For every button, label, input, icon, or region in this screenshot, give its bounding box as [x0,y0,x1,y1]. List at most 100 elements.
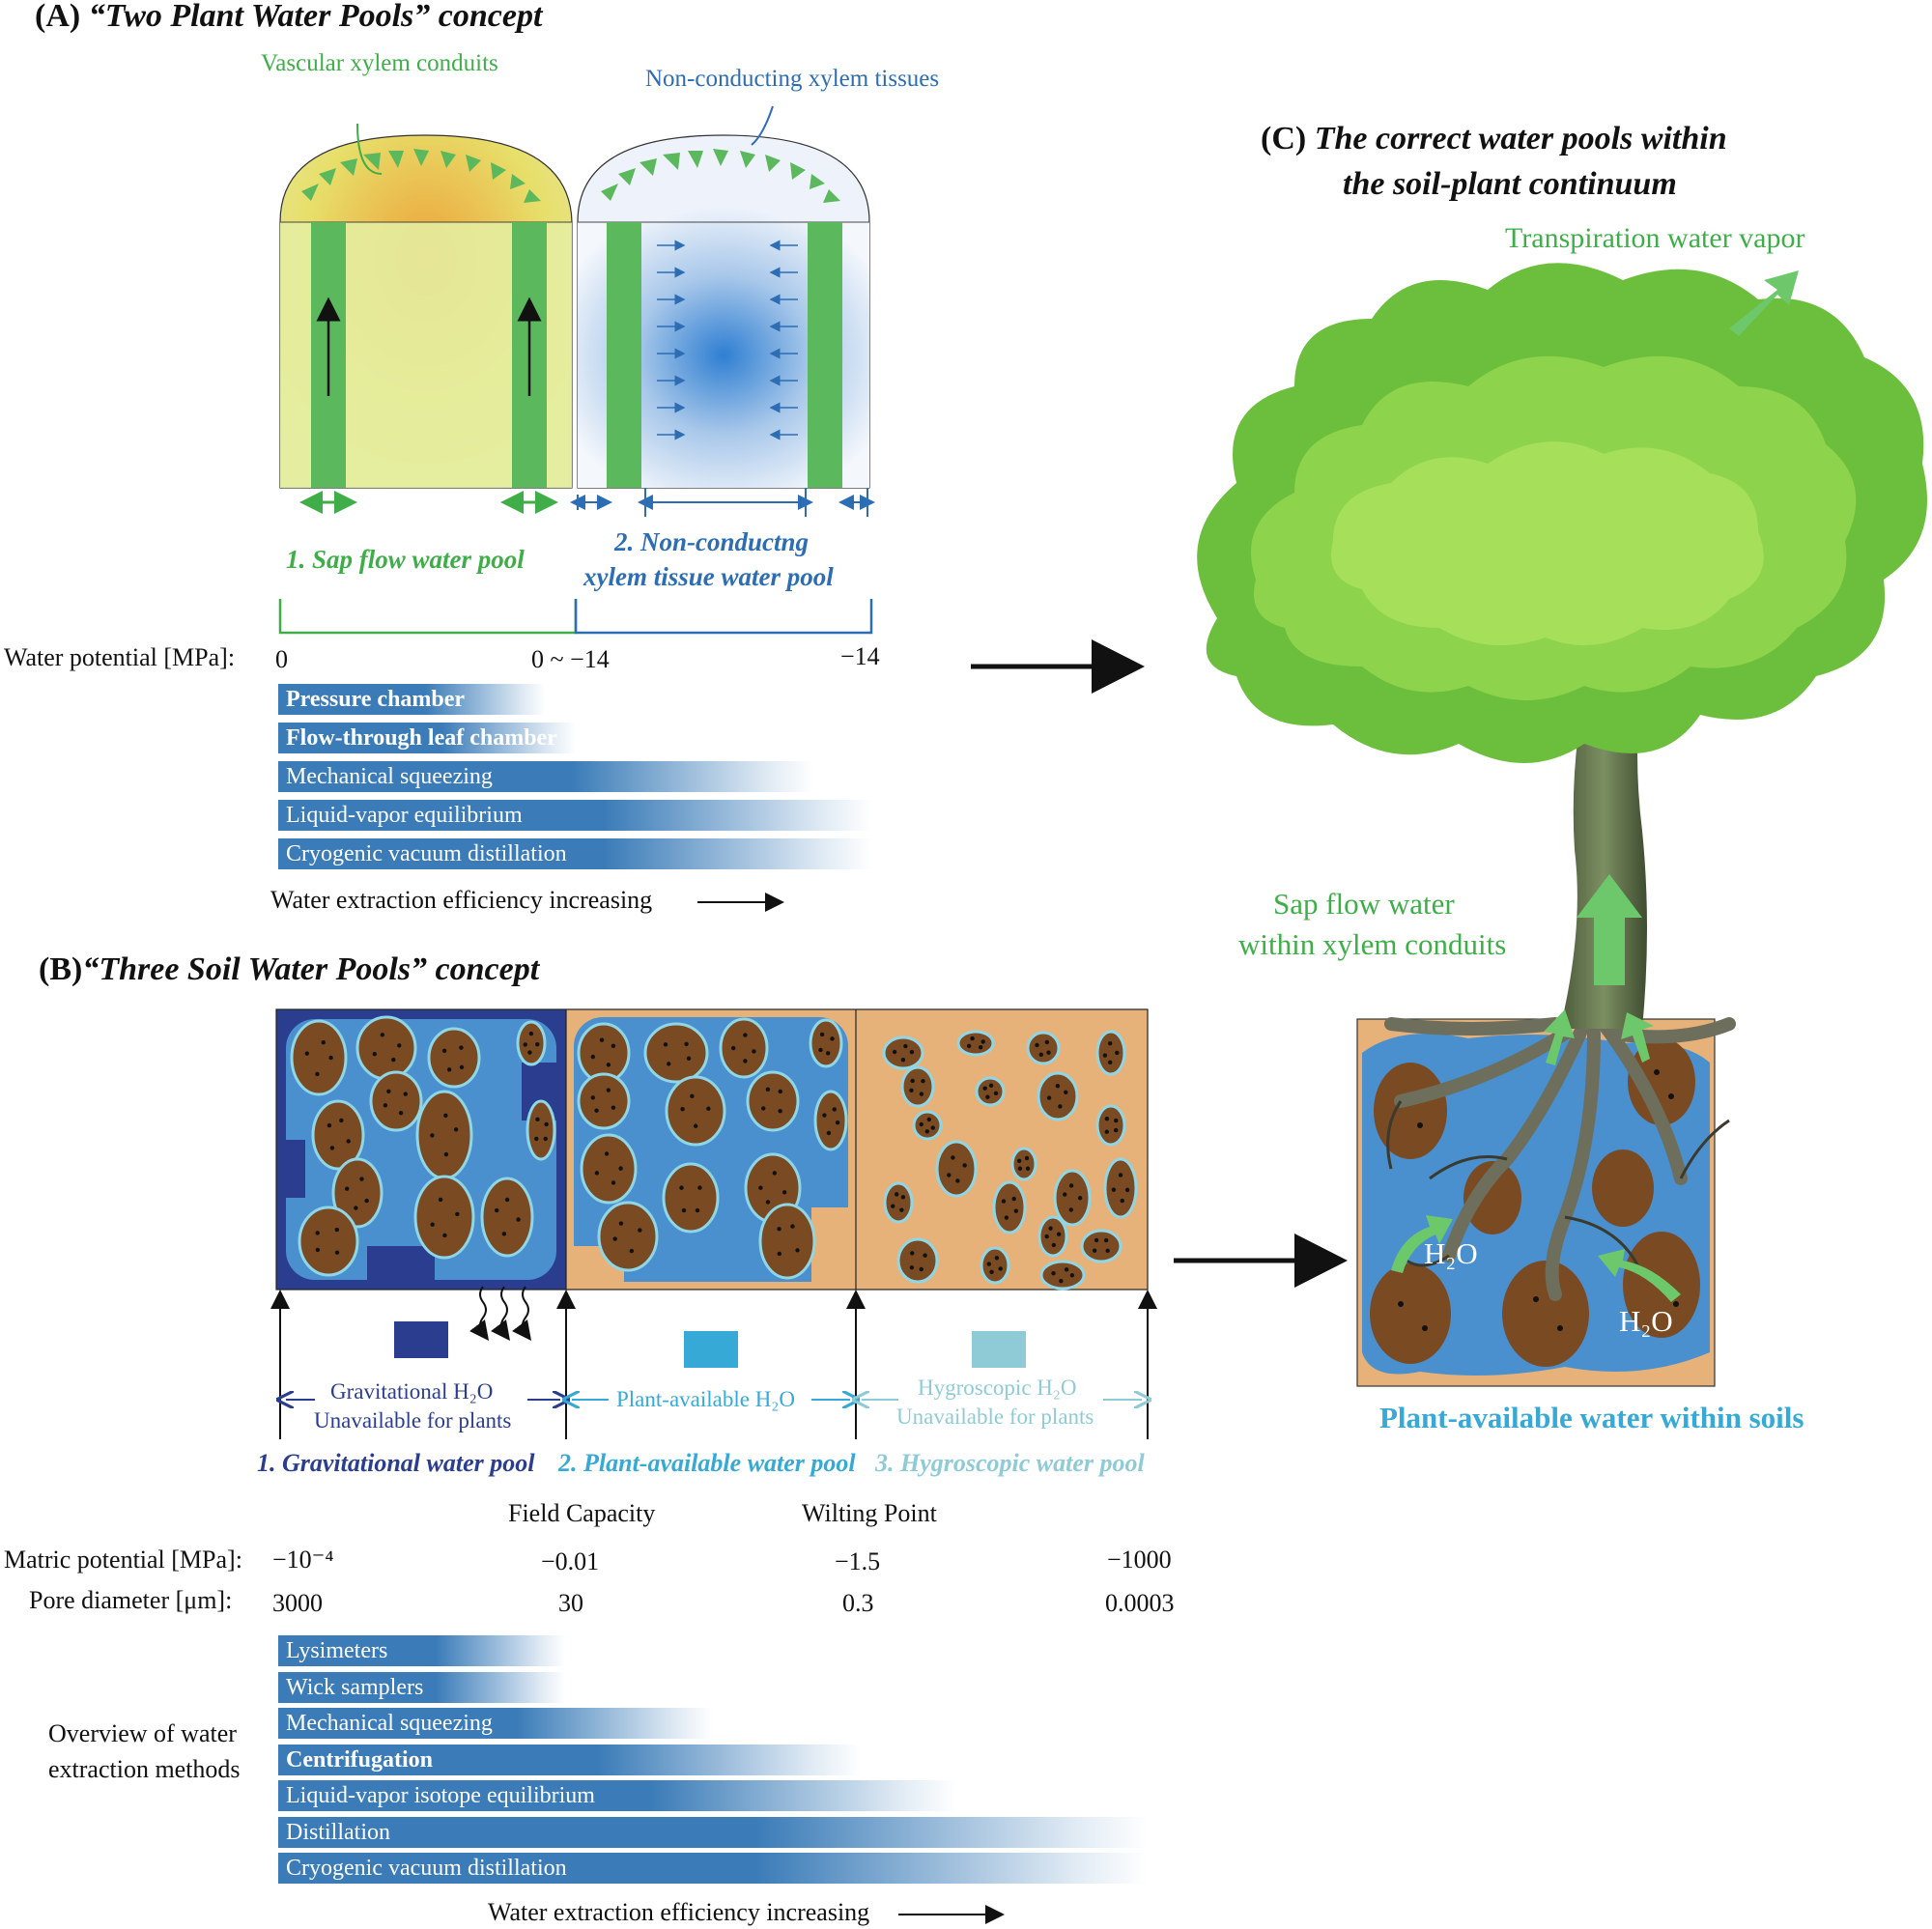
soil-available-label: Plant-available water within soils [1379,1401,1804,1434]
panel-a-title: (A) “Two Plant Water Pools” concept [35,0,542,35]
soil-particle-dot [695,1207,700,1213]
soil-particle-dot [1102,1053,1108,1058]
soil-particle-dot [346,1139,351,1144]
soil-particle-dot [328,1055,333,1061]
soil-particle [355,1015,417,1081]
soil-particle [1010,1147,1037,1181]
soil-particle [480,1177,534,1258]
soil-particle-dot [919,1266,923,1272]
soil-particle-dot [611,1043,616,1048]
soil-particle-dot [611,1105,616,1110]
soil-particle [1080,1229,1122,1263]
soil-particle-dot [731,1045,736,1051]
soil-particle-dot [443,1113,448,1119]
soil-particle [331,1157,384,1229]
soil-particle-dot [1051,1270,1056,1276]
soil-particle [1053,1169,1092,1227]
soil-particle-dot [1024,1155,1030,1161]
tree-canopy [1197,263,1927,763]
soil-method-bar: Distillation [278,1816,1148,1848]
soil-particle-dot [900,1195,906,1200]
soil-particle-dot [315,1071,320,1077]
soil-particle-dot [1013,1208,1019,1213]
label-vascular-xylem: Vascular xylem conduits [261,50,498,76]
swatch-plant-available [684,1331,738,1368]
soil-particle-dot [1055,1084,1061,1089]
soil-particle-dot [777,1227,781,1232]
soil-particle-dot [504,1197,510,1203]
pore-diameter-value-1: 30 [558,1589,583,1617]
soil-particle-dot [495,1207,499,1213]
soil-particle-dot [1068,1183,1074,1188]
soil-particle-dot [900,1057,906,1063]
soil-particle-dot [459,1064,465,1070]
soil-particle [883,1181,914,1224]
water-potential-label: Water potential [MPa]: [4,643,236,671]
soil-particle-dot [962,1163,967,1168]
zone-hygroscopic-line2: Unavailable for plants [896,1404,1094,1429]
soil-particle [935,1140,978,1198]
soil-particle-dot [772,1171,778,1176]
soil-particle-dot [638,1228,642,1233]
stem-sapflow-diagram [278,123,578,635]
soil-particle [896,1237,939,1284]
soil-particle-dot [391,1057,396,1063]
soil-particle-dot [1068,1207,1073,1212]
tree-roots [1384,1017,1736,1301]
soil-particle-dot [989,1269,994,1275]
soil-particle-dot [397,1043,402,1048]
soil-particle-dot [1113,1127,1119,1133]
soil-particle-dot [364,1198,369,1204]
soil-particle [980,1246,1010,1285]
soil-particle-dot [535,1041,540,1047]
soil-particle [1039,1260,1086,1291]
panel-b-title-italic: “Three Soil Water Pools” concept [82,951,540,987]
soil-particle-dot [612,1236,617,1241]
soil-particle-dot [777,1251,781,1257]
soil-particle-dot [1104,1129,1110,1134]
soil-particle-dot [986,1262,991,1266]
soil-particle-dot [966,1043,972,1049]
soil-particle [290,1019,348,1096]
soil-particle-dot [315,1231,320,1235]
h2o-label-left: H₂O [1424,1236,1478,1270]
panel-c-title-line1: (C) The correct water pools within [1261,121,1727,157]
soil-particle-dot [1118,1173,1123,1177]
soil-particle-dot [1064,1090,1068,1094]
soil-particle-dot [1124,1187,1130,1193]
soil-particle-dot [743,1033,748,1037]
plant-method-bar: Mechanical squeezing [278,761,813,792]
soil-particle-dot [1016,1158,1022,1164]
soil-particle [1037,1215,1068,1258]
soil-particle-dot [663,1042,668,1047]
soil-particle-dot [706,1106,711,1111]
soil-particle [643,1022,709,1084]
arrow-a-to-c [971,639,1145,694]
soil-particle-dot [921,1078,925,1084]
drainage-arrows [469,1286,531,1342]
soil-particle-dot [430,1222,435,1227]
zone-gravitational-line1: Gravitational H₂O [330,1379,494,1404]
soil-particle-dot [910,1078,915,1084]
soil-particle-dot [743,1059,748,1064]
soil-particle-dot [1105,1248,1110,1254]
soil-particle-dot [790,1224,795,1229]
soil-method-bar: Lysimeters [278,1635,565,1666]
soil-particle [882,1035,924,1070]
soil-particle-dot [604,1151,610,1156]
soil-particle-dot [590,1095,596,1100]
soil-particle-dot [982,1086,987,1091]
soil-particle-dot [438,1197,443,1203]
soil-method-bar: Cryogenic vacuum distillation [278,1853,1148,1884]
pore-diameter-value-3: 0.0003 [1105,1589,1175,1617]
soil-particle-dot [594,1108,599,1113]
soil-particle-dot [909,1049,915,1055]
soil-particle-dot [891,1204,895,1208]
soil-particle-dot [994,1256,1000,1261]
soil-particle-dot [1056,1232,1062,1236]
matric-potential-value-0: −10⁻⁴ [272,1546,334,1574]
soil-particle-dot [899,1207,904,1212]
water-potential-value-2: −14 [840,642,880,670]
soil-particle-dot [926,1117,931,1122]
soil-particle-dot [1046,1050,1051,1055]
